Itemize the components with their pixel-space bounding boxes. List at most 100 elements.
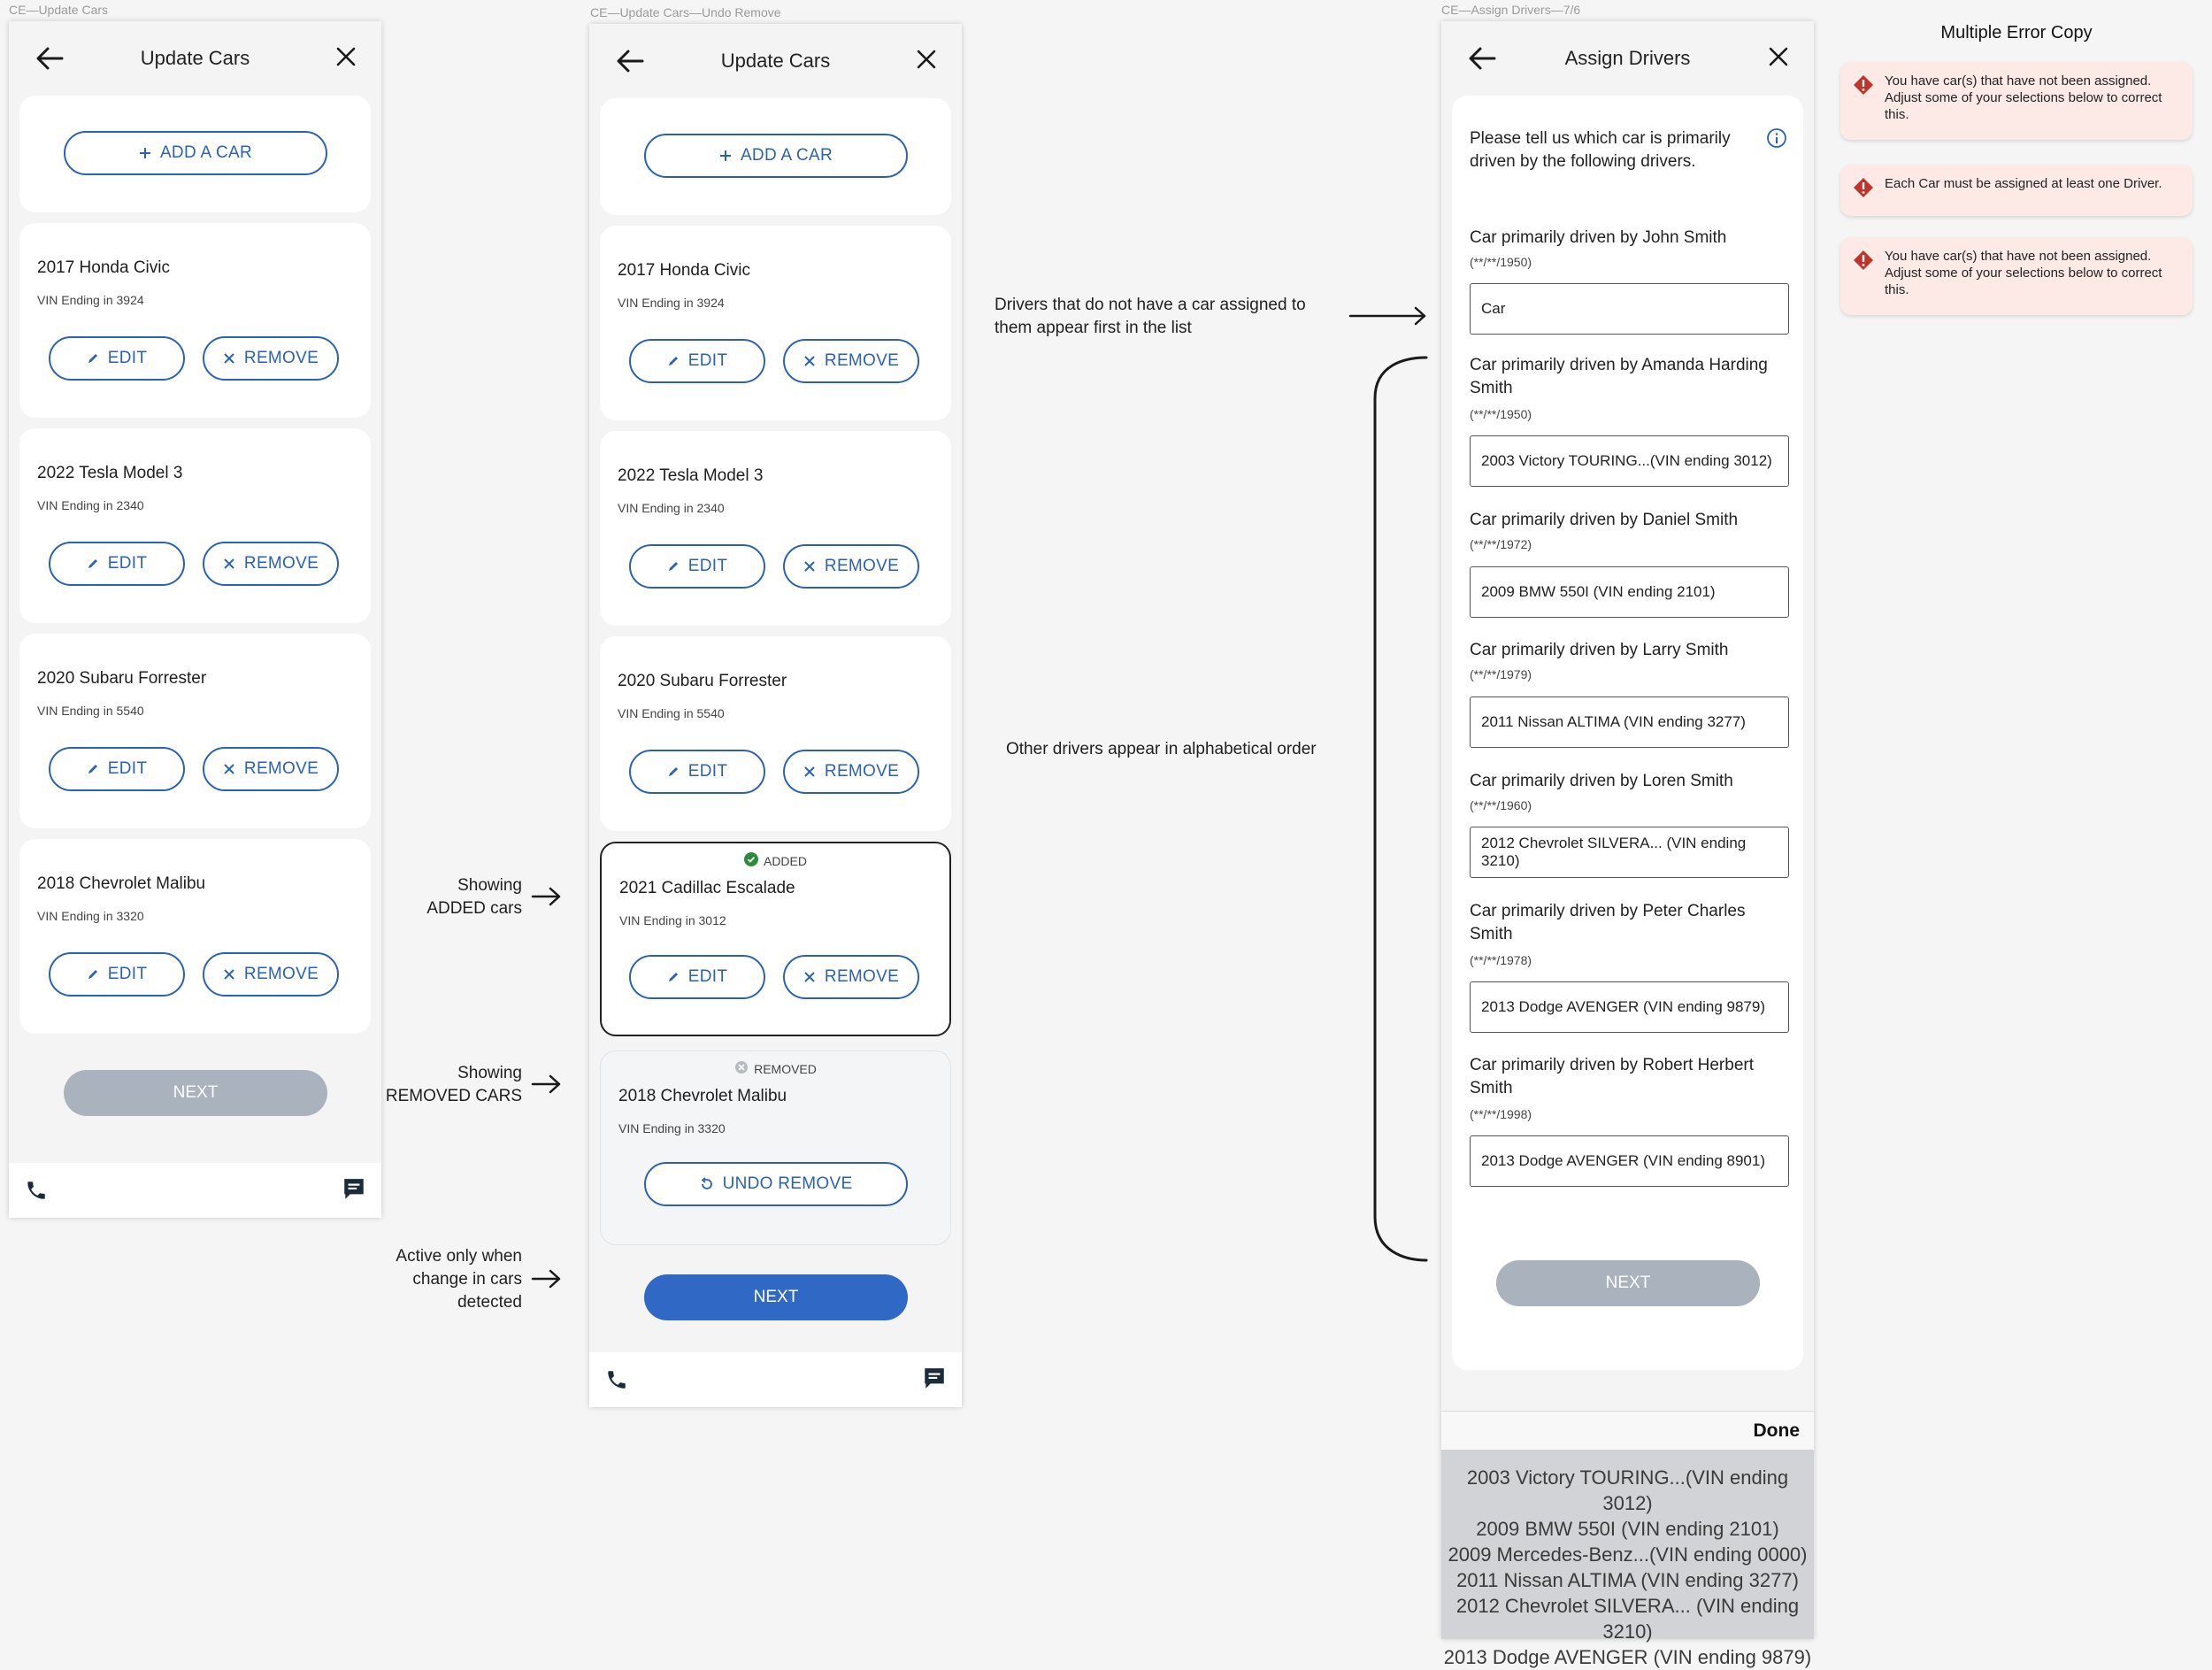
edit-button[interactable]: EDIT: [49, 747, 185, 791]
driver-dob: (**/**/1978): [1470, 953, 1532, 967]
car-select[interactable]: 2003 Victory TOURING...(VIN ending 3012): [1470, 435, 1789, 487]
add-car-card: ADD A CAR: [19, 96, 371, 212]
remove-button[interactable]: REMOVE: [783, 339, 919, 383]
pencil-icon: [87, 352, 99, 365]
car-vin: VIN Ending in 2340: [37, 498, 144, 512]
car-card: 2022 Tesla Model 3 VIN Ending in 2340 ED…: [19, 428, 371, 623]
edit-button[interactable]: EDIT: [629, 955, 765, 999]
car-select[interactable]: 2011 Nissan ALTIMA (VIN ending 3277): [1470, 696, 1789, 748]
undo-remove-button[interactable]: UNDO REMOVE: [644, 1162, 908, 1206]
remove-label: REMOVE: [243, 349, 319, 367]
car-vin: VIN Ending in 3320: [618, 1121, 726, 1135]
car-select[interactable]: Car: [1470, 283, 1789, 335]
car-card: 2017 Honda Civic VIN Ending in 3924 EDIT…: [600, 226, 951, 420]
close-icon[interactable]: [1768, 46, 1789, 72]
back-arrow-icon[interactable]: [1468, 46, 1496, 75]
arrow-right-icon: [531, 1268, 563, 1294]
annotation-line: them appear first in the list: [995, 319, 1192, 337]
pencil-icon: [667, 766, 680, 778]
close-icon[interactable]: [335, 46, 357, 72]
driver-dob: (**/**/1950): [1470, 255, 1532, 269]
edit-button[interactable]: EDIT: [629, 339, 765, 383]
car-select[interactable]: 2012 Chevrolet SILVERA... (VIN ending 32…: [1470, 827, 1789, 878]
car-vin: VIN Ending in 5540: [618, 706, 725, 720]
annotation-removed: Showing REMOVED CARS: [372, 1062, 522, 1108]
bottom-bar: [9, 1163, 381, 1218]
remove-button[interactable]: REMOVE: [203, 336, 339, 381]
driver-label: Car primarily driven by John Smith: [1470, 228, 1727, 247]
assign-drivers-screen: Assign Drivers Please tell us which car …: [1441, 21, 1814, 1668]
edit-button[interactable]: EDIT: [629, 750, 765, 794]
added-car-card: ADDED 2021 Cadillac Escalade VIN Ending …: [600, 842, 951, 1036]
close-icon[interactable]: [916, 49, 937, 74]
pencil-icon: [87, 968, 99, 981]
added-badge-label: ADDED: [763, 853, 807, 868]
error-text: Each Car must be assigned at least one D…: [1885, 176, 2162, 191]
remove-button[interactable]: REMOVE: [783, 750, 919, 794]
picker-option[interactable]: 2003 Victory TOURING...(VIN ending 3012): [1466, 1466, 1789, 1514]
remove-button[interactable]: REMOVE: [203, 542, 339, 586]
page-title: Assign Drivers: [1564, 47, 1691, 69]
phone-icon[interactable]: [25, 1179, 48, 1206]
done-button[interactable]: Done: [1753, 1420, 1801, 1441]
chat-icon[interactable]: [923, 1366, 946, 1396]
remove-button[interactable]: REMOVE: [783, 955, 919, 999]
arrow-right-icon: [531, 1074, 563, 1099]
add-car-button[interactable]: ADD A CAR: [64, 131, 327, 175]
remove-button[interactable]: REMOVE: [203, 952, 339, 997]
edit-label: EDIT: [107, 554, 148, 573]
pencil-icon: [87, 763, 99, 775]
car-select[interactable]: 2009 BMW 550I (VIN ending 2101): [1470, 566, 1789, 618]
error-text: You have car(s) that have not been assig…: [1885, 249, 2162, 297]
driver-dob: (**/**/1998): [1470, 1107, 1532, 1121]
next-button-disabled[interactable]: NEXT: [64, 1070, 327, 1116]
add-car-card: ADD A CAR: [600, 98, 951, 215]
picker-option[interactable]: 2009 Mercedes-Benz...(VIN ending 0000): [1448, 1543, 1808, 1566]
back-arrow-icon[interactable]: [35, 46, 64, 75]
picker-option[interactable]: 2009 BMW 550I (VIN ending 2101): [1476, 1518, 1779, 1540]
car-name: 2020 Subaru Forrester: [37, 669, 207, 688]
car-select[interactable]: 2013 Dodge AVENGER (VIN ending 8901): [1470, 1135, 1789, 1187]
picker-option[interactable]: 2012 Chevrolet SILVERA... (VIN ending 32…: [1455, 1595, 1800, 1643]
update-cars-screen: Update Cars ADD A CAR 2017 Honda Civic V…: [9, 21, 381, 1218]
x-icon: [223, 558, 235, 570]
car-picker-wheel[interactable]: 2003 Victory TOURING...(VIN ending 3012)…: [1441, 1450, 1814, 1668]
edit-button[interactable]: EDIT: [49, 952, 185, 997]
remove-button[interactable]: REMOVE: [203, 747, 339, 791]
x-icon: [223, 352, 235, 365]
annotation-line: Showing: [457, 876, 522, 895]
back-arrow-icon[interactable]: [616, 49, 644, 78]
error-message: You have car(s) that have not been assig…: [1840, 237, 2193, 315]
car-name: 2017 Honda Civic: [618, 261, 750, 280]
edit-button[interactable]: EDIT: [49, 542, 185, 586]
car-vin: VIN Ending in 3012: [619, 913, 726, 927]
picker-option[interactable]: 2013 Dodge AVENGER (VIN ending 9879): [1443, 1646, 1812, 1668]
edit-button[interactable]: EDIT: [49, 336, 185, 381]
chat-icon[interactable]: [342, 1177, 365, 1206]
car-name: 2018 Chevrolet Malibu: [37, 874, 206, 893]
annotation-line: Showing: [457, 1064, 522, 1082]
added-badge: ADDED: [602, 852, 949, 869]
car-name: 2022 Tesla Model 3: [37, 464, 183, 482]
edit-label: EDIT: [107, 349, 148, 367]
driver-label: Car primarily driven by Larry Smith: [1470, 641, 1729, 659]
annotation-line: REMOVED CARS: [385, 1087, 522, 1105]
annotation-line: Active only when: [396, 1247, 522, 1266]
next-button-disabled[interactable]: NEXT: [1496, 1260, 1760, 1306]
add-car-button[interactable]: ADD A CAR: [644, 134, 908, 178]
car-name: 2020 Subaru Forrester: [618, 672, 787, 690]
info-icon[interactable]: [1766, 127, 1787, 153]
edit-button[interactable]: EDIT: [629, 544, 765, 589]
car-card: 2020 Subaru Forrester VIN Ending in 5540…: [600, 636, 951, 831]
car-select[interactable]: 2013 Dodge AVENGER (VIN ending 9879): [1470, 981, 1789, 1033]
next-button[interactable]: NEXT: [644, 1274, 908, 1320]
picker-option[interactable]: 2011 Nissan ALTIMA (VIN ending 3277): [1456, 1569, 1799, 1591]
driver-label: Car primarily driven by Amanda Harding S…: [1470, 356, 1768, 397]
remove-button[interactable]: REMOVE: [783, 544, 919, 589]
car-vin: VIN Ending in 5540: [37, 704, 144, 718]
frame-label-assign-drivers: CE—Assign Drivers—7/6: [1441, 3, 1581, 17]
add-car-label: ADD A CAR: [159, 143, 253, 162]
assign-drivers-card: Please tell us which car is primarily dr…: [1452, 96, 1803, 1370]
phone-icon[interactable]: [605, 1368, 628, 1396]
driver-dob: (**/**/1979): [1470, 667, 1532, 681]
